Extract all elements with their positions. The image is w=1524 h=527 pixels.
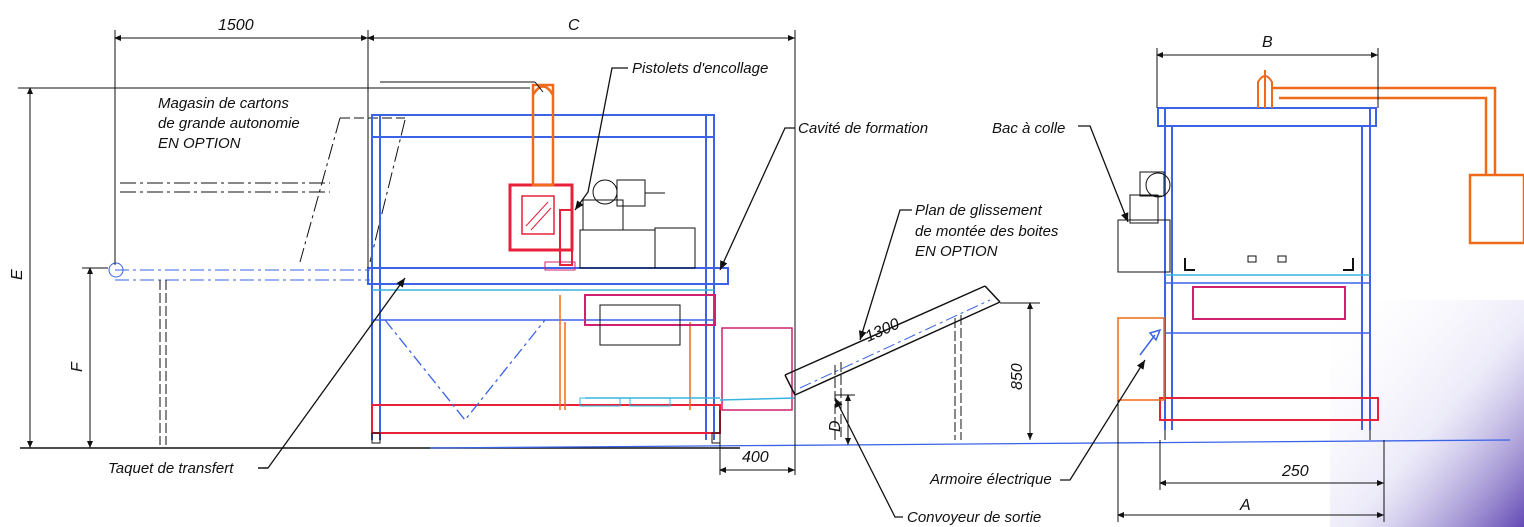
bac-label: Bac à colle xyxy=(992,120,1065,137)
plan-label-line1: Plan de glissement xyxy=(915,202,1043,219)
magasin-label-line3: EN OPTION xyxy=(158,135,241,152)
front-view xyxy=(1117,70,1524,440)
side-cabinet xyxy=(721,327,793,411)
dim-b: B xyxy=(1262,34,1273,51)
dim-e: E xyxy=(9,269,26,280)
dim-1300: 1300 xyxy=(863,316,903,346)
armoire-label: Armoire électrique xyxy=(929,471,1052,488)
corner-shading xyxy=(1330,300,1524,527)
dim-d: D xyxy=(827,420,844,432)
dimension-lines xyxy=(18,30,1385,522)
dim-f: F xyxy=(69,361,86,372)
taquet-label: Taquet de transfert xyxy=(108,460,234,477)
dim-850: 850 xyxy=(1009,363,1026,390)
main-frame xyxy=(367,114,729,444)
pistolets-label: Pistolets d'encollage xyxy=(632,60,768,77)
slide-plane xyxy=(719,285,1001,440)
magasin-label-line1: Magasin de cartons xyxy=(158,95,289,112)
glue-unit xyxy=(380,81,696,271)
ground-lines xyxy=(20,439,1511,449)
dim-250: 250 xyxy=(1281,463,1309,480)
dim-400: 400 xyxy=(742,449,769,466)
plan-label-line3: EN OPTION xyxy=(915,243,998,260)
magasin-label-line2: de grande autonomie xyxy=(158,115,300,132)
plan-label-line2: de montée des boites xyxy=(915,223,1059,240)
dim-c: C xyxy=(568,17,580,34)
leader-lines xyxy=(258,67,1146,518)
dim-1500: 1500 xyxy=(218,17,254,34)
dim-a: A xyxy=(1239,497,1251,514)
cavite-label: Cavité de formation xyxy=(798,120,928,137)
convoyeur-label: Convoyeur de sortie xyxy=(907,509,1041,526)
carton-magazine xyxy=(108,117,406,445)
